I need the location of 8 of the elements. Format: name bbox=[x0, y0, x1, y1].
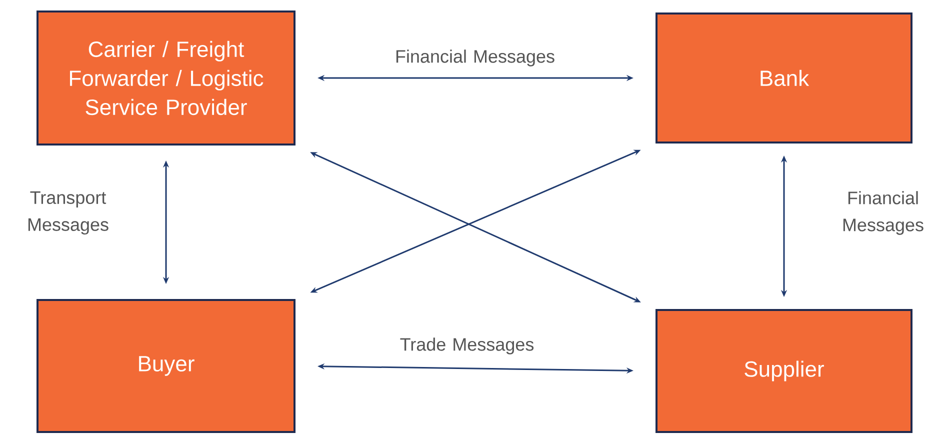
edge-label: Transport Messages bbox=[28, 191, 108, 235]
process-box: Buyer bbox=[36, 299, 296, 433]
edge-label: Financial Messages bbox=[396, 50, 554, 66]
process-box: Carrier / Freight Forwarder / Logistic Service Provider bbox=[36, 10, 296, 146]
process-box: Bank bbox=[656, 12, 912, 144]
edge-label: Financial Messages bbox=[843, 191, 924, 235]
edge-label: Trade Messages bbox=[400, 338, 534, 354]
process-box: Supplier bbox=[656, 309, 912, 433]
